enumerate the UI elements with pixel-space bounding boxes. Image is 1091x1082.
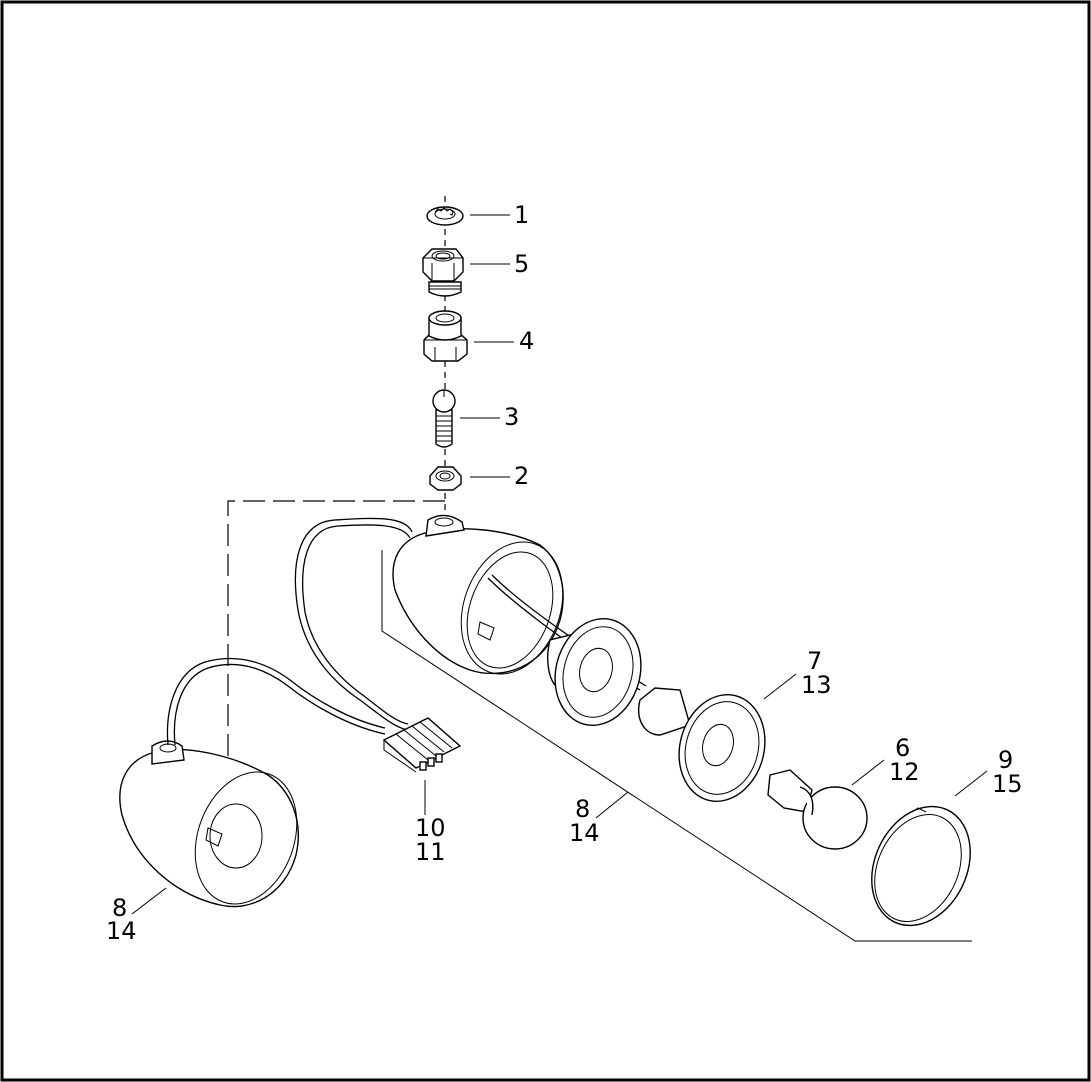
callout-10: 10 bbox=[415, 814, 446, 842]
callout-7: 7 bbox=[807, 647, 822, 675]
callout-12: 12 bbox=[889, 758, 920, 786]
connector-part bbox=[382, 717, 462, 773]
callout-8-left: 8 bbox=[112, 894, 127, 922]
callout-2: 2 bbox=[514, 462, 529, 490]
left-lamp-housing-part bbox=[119, 740, 299, 908]
leader-6-12 bbox=[851, 759, 885, 786]
leader-7-13 bbox=[763, 673, 797, 700]
bulb-part bbox=[767, 769, 868, 850]
callout-15: 15 bbox=[992, 770, 1023, 798]
leader-8-14-right bbox=[595, 791, 629, 819]
adapter-nut-part bbox=[422, 248, 464, 297]
left-lamp-wire-inner bbox=[173, 663, 386, 746]
leader-9-15 bbox=[954, 770, 988, 797]
ball-stud-part bbox=[432, 389, 456, 448]
assembly-dashed-line bbox=[227, 500, 445, 767]
callout-1: 1 bbox=[514, 201, 529, 229]
callout-14-right: 14 bbox=[569, 819, 600, 847]
callout-5: 5 bbox=[514, 250, 529, 278]
callout-4: 4 bbox=[519, 327, 534, 355]
right-lamp-wire bbox=[294, 517, 413, 731]
callout-14-left: 14 bbox=[106, 917, 137, 945]
hex-nut-part bbox=[429, 466, 462, 491]
callout-13: 13 bbox=[801, 671, 832, 699]
callout-8-right: 8 bbox=[575, 795, 590, 823]
callout-9: 9 bbox=[998, 746, 1013, 774]
assembly-bracket-line bbox=[381, 550, 972, 942]
callout-11: 11 bbox=[415, 838, 446, 866]
callout-6: 6 bbox=[895, 734, 910, 762]
lock-washer-part bbox=[426, 206, 464, 226]
socket-assembly-part bbox=[638, 687, 766, 802]
gasket-ring-part bbox=[547, 618, 642, 726]
hex-bushing-part bbox=[423, 310, 468, 362]
leader-8-14-left bbox=[131, 887, 167, 915]
callout-3: 3 bbox=[504, 403, 519, 431]
lens-part bbox=[871, 805, 971, 927]
right-lamp-wire-inner bbox=[302, 524, 411, 725]
left-lamp-wire bbox=[166, 657, 386, 746]
right-lamp-housing-part bbox=[392, 514, 564, 675]
